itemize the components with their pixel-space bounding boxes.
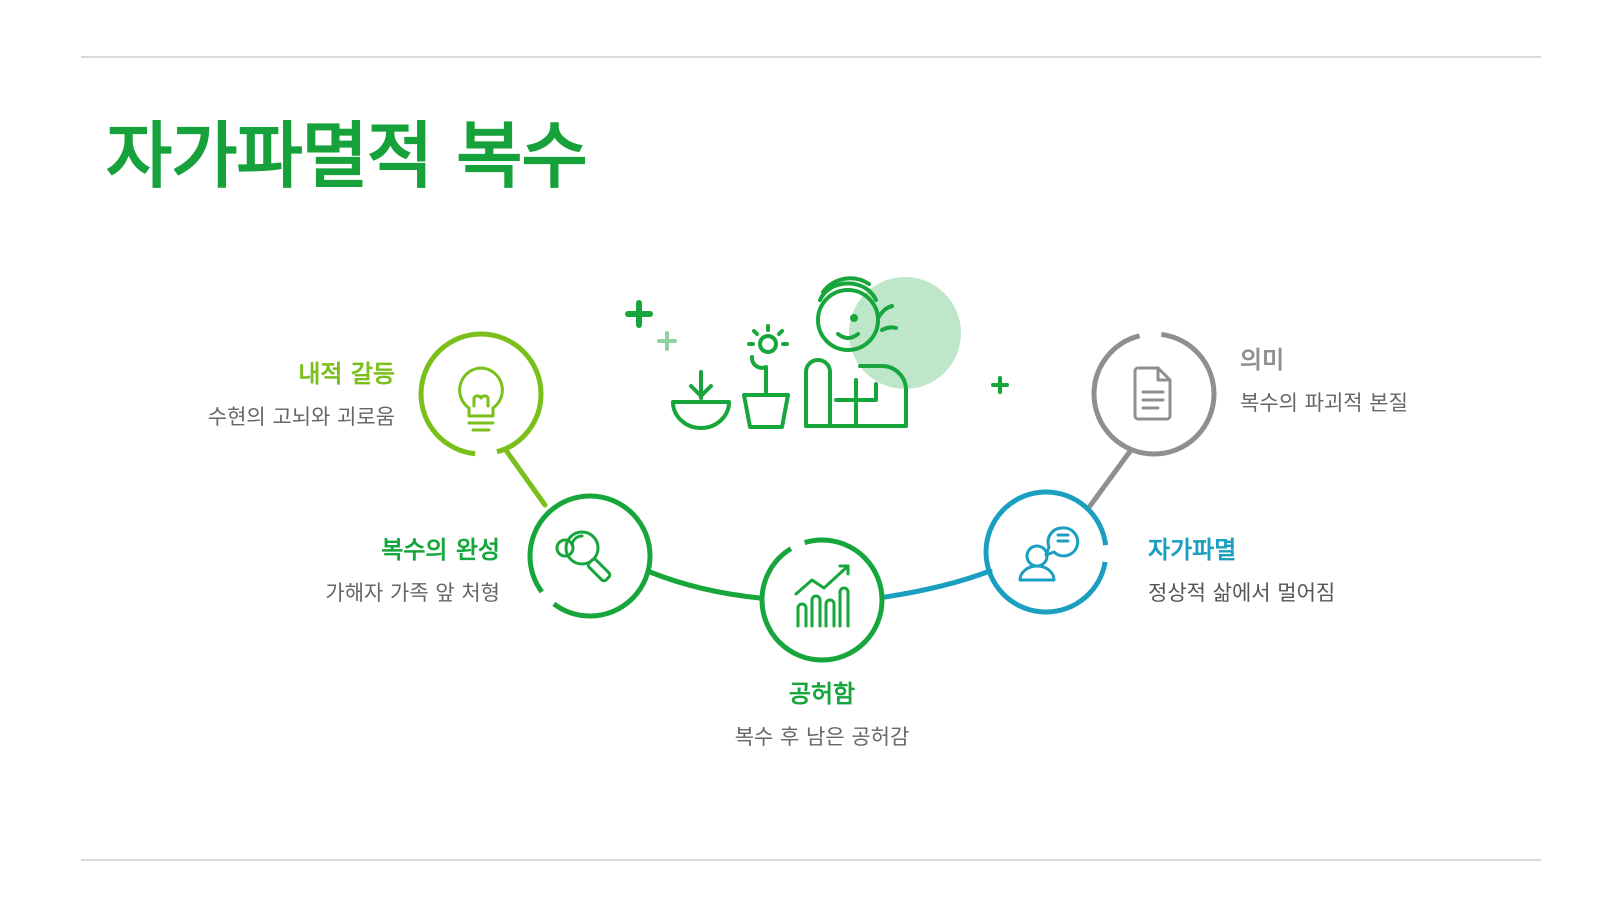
step-label-emptiness: 공허함 복수 후 남은 공허감 — [662, 680, 982, 750]
step-title: 자가파멸 — [1148, 536, 1237, 564]
step-description: 정상적 삶에서 멀어짐 — [1148, 580, 1336, 605]
step-title: 의미 — [1240, 346, 1285, 374]
top-divider — [81, 56, 1541, 58]
step-title: 복수의 완성 — [381, 536, 500, 564]
step-title: 공허함 — [788, 680, 856, 708]
step-label-meaning: 의미 복수의 파괴적 본질 — [1240, 346, 1560, 416]
step-node-self-destruction — [983, 489, 1109, 615]
step-description: 복수 후 남은 공허감 — [734, 724, 910, 749]
step-description: 수현의 고뇌와 괴로움 — [207, 404, 395, 429]
page-title: 자가파멸적 복수 — [106, 114, 588, 198]
step-label-inner-conflict: 내적 갈등 수현의 고뇌와 괴로움 — [75, 360, 395, 430]
step-description: 가해자 가족 앞 처형 — [325, 580, 500, 605]
connector-4 — [1087, 447, 1134, 509]
connector-3 — [882, 568, 993, 600]
step-node-revenge-complete — [527, 493, 653, 619]
magnifier-icon — [555, 530, 612, 583]
connector-1 — [502, 446, 548, 508]
step-title: 내적 갈등 — [298, 360, 395, 388]
step-node-meaning — [1091, 331, 1217, 457]
person-chat-icon — [1018, 526, 1080, 582]
step-label-self-destruction: 자가파멸 정상적 삶에서 멀어짐 — [1148, 536, 1468, 606]
step-node-inner-conflict — [418, 331, 544, 457]
step-description: 복수의 파괴적 본질 — [1240, 390, 1408, 415]
bar-chart-icon — [794, 564, 850, 628]
document-icon — [1133, 366, 1172, 421]
bottom-divider — [81, 859, 1541, 861]
connector-2 — [647, 569, 763, 601]
person-thinking-with-plants-icon — [625, 276, 1009, 430]
step-label-revenge-complete: 복수의 완성 가해자 가족 앞 처형 — [180, 536, 500, 606]
step-node-emptiness — [759, 537, 885, 663]
lightbulb-icon — [458, 366, 504, 432]
